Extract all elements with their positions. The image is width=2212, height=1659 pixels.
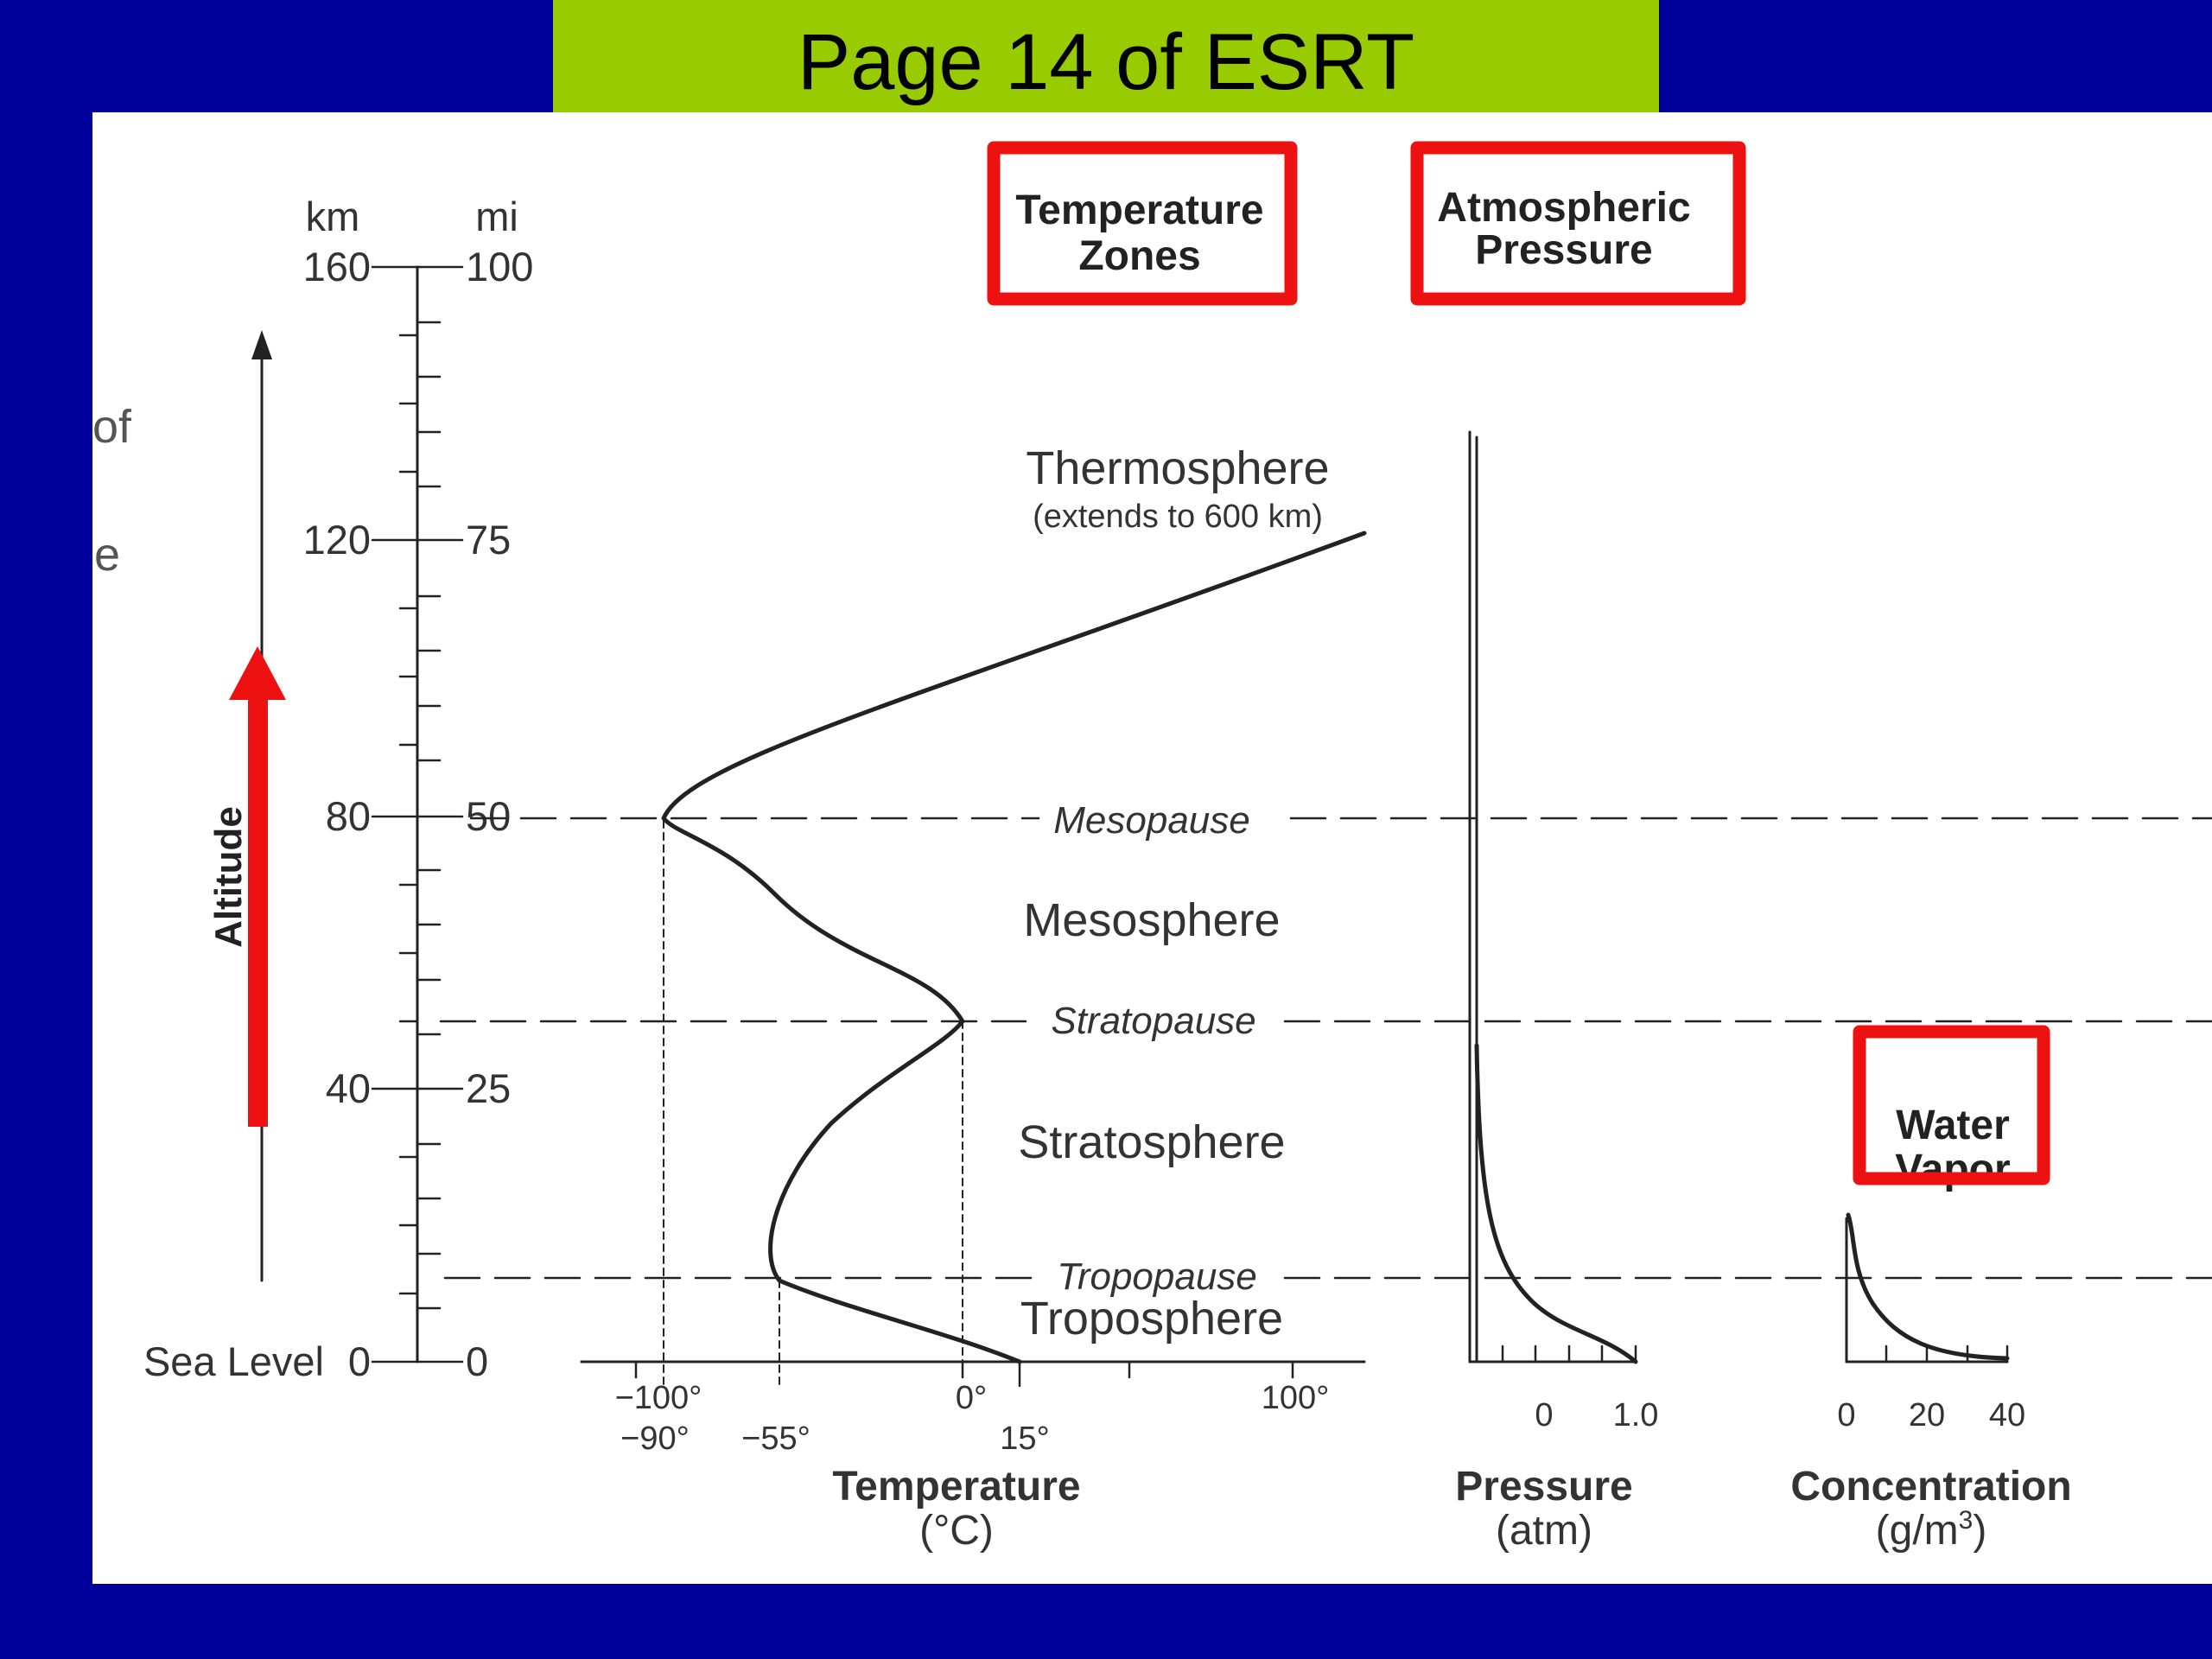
boundary-lines <box>439 817 2212 1280</box>
pressure-chart <box>1468 430 1638 1364</box>
tropopause-label: Tropopause <box>1057 1255 1257 1298</box>
temperature-reference-lines <box>663 820 963 1389</box>
km-unit-label: km <box>306 194 360 239</box>
mi-tick-label: 100 <box>466 244 533 289</box>
pressure-axis-unit: (atm) <box>1496 1508 1592 1554</box>
concentration-axis-unit: (g/m3) <box>1876 1506 1987 1554</box>
km-tick-label: 80 <box>326 793 371 839</box>
vapor-tick-label: 40 <box>1989 1397 2025 1433</box>
temp-tick-label: −90° <box>620 1421 690 1457</box>
mi-unit-label: mi <box>475 194 518 239</box>
mi-tick-label: 75 <box>466 517 511 563</box>
pressure-tick-label: 1.0 <box>1613 1397 1659 1433</box>
temperature-axis-unit: (°C) <box>919 1508 994 1554</box>
arrowhead-icon <box>251 330 272 359</box>
mi-tick-label: 25 <box>466 1065 511 1111</box>
altitude-axis <box>371 265 464 1363</box>
diagram-panel: of e <box>92 112 2212 1584</box>
pressure-profile-curve <box>1474 1043 1638 1364</box>
slide-title: Page 14 of ESRT <box>797 18 1415 106</box>
temperature-zones-heading: Temperature <box>1015 188 1263 233</box>
margin-fragment-2: e <box>94 529 120 581</box>
water-vapor-heading: Water <box>1896 1103 2010 1148</box>
stratosphere-label: Stratosphere <box>1018 1116 1285 1168</box>
atmospheric-pressure-heading: Atmospheric <box>1437 185 1690 231</box>
red-up-arrow-icon <box>229 646 286 1127</box>
atmosphere-diagram: of e <box>92 141 2212 1554</box>
km-tick-label: 160 <box>303 244 371 289</box>
water-vapor-heading: Vapor <box>1895 1147 2010 1192</box>
sea-level-label: Sea Level <box>143 1338 324 1384</box>
pressure-tick-label: 0 <box>1535 1397 1553 1433</box>
temperature-zones-heading: Zones <box>1078 233 1200 279</box>
concentration-axis-title: Concentration <box>1790 1464 2071 1510</box>
vapor-tick-label: 0 <box>1837 1397 1855 1433</box>
km-tick-label: 40 <box>326 1065 371 1111</box>
margin-fragment-1: of <box>92 401 132 453</box>
mesosphere-label: Mesosphere <box>1023 894 1280 946</box>
thermosphere-note: (extends to 600 km) <box>1033 499 1323 535</box>
mesopause-label: Mesopause <box>1053 799 1249 842</box>
atmospheric-pressure-heading: Pressure <box>1475 227 1652 273</box>
pressure-axis-title: Pressure <box>1455 1464 1632 1510</box>
temp-tick-label: 15° <box>1000 1421 1049 1457</box>
water-vapor-chart <box>1845 1212 2010 1363</box>
thermosphere-label: Thermosphere <box>1026 442 1329 494</box>
temp-tick-label: 0° <box>956 1380 987 1416</box>
stratopause-label: Stratopause <box>1051 1000 1255 1042</box>
troposphere-label: Troposphere <box>1020 1293 1283 1344</box>
highlight-boxes <box>987 141 2050 1185</box>
mi-tick-label: 50 <box>466 793 511 839</box>
water-vapor-profile-curve <box>1846 1212 2010 1361</box>
temp-tick-label: 100° <box>1262 1380 1330 1416</box>
vapor-tick-label: 20 <box>1909 1397 1945 1433</box>
mi-tick-label: 0 <box>466 1338 488 1384</box>
altitude-axis-title: Altitude <box>207 806 250 948</box>
temp-tick-label: −55° <box>741 1421 810 1457</box>
temperature-profile-curve <box>661 531 1367 1364</box>
title-bar: Page 14 of ESRT <box>553 0 1659 125</box>
km-tick-label: 120 <box>303 517 371 563</box>
km-tick-label: 0 <box>348 1338 371 1384</box>
temp-tick-label: −100° <box>615 1380 702 1416</box>
temperature-axis-ticks <box>634 1360 1294 1388</box>
temperature-axis-title: Temperature <box>832 1464 1080 1510</box>
